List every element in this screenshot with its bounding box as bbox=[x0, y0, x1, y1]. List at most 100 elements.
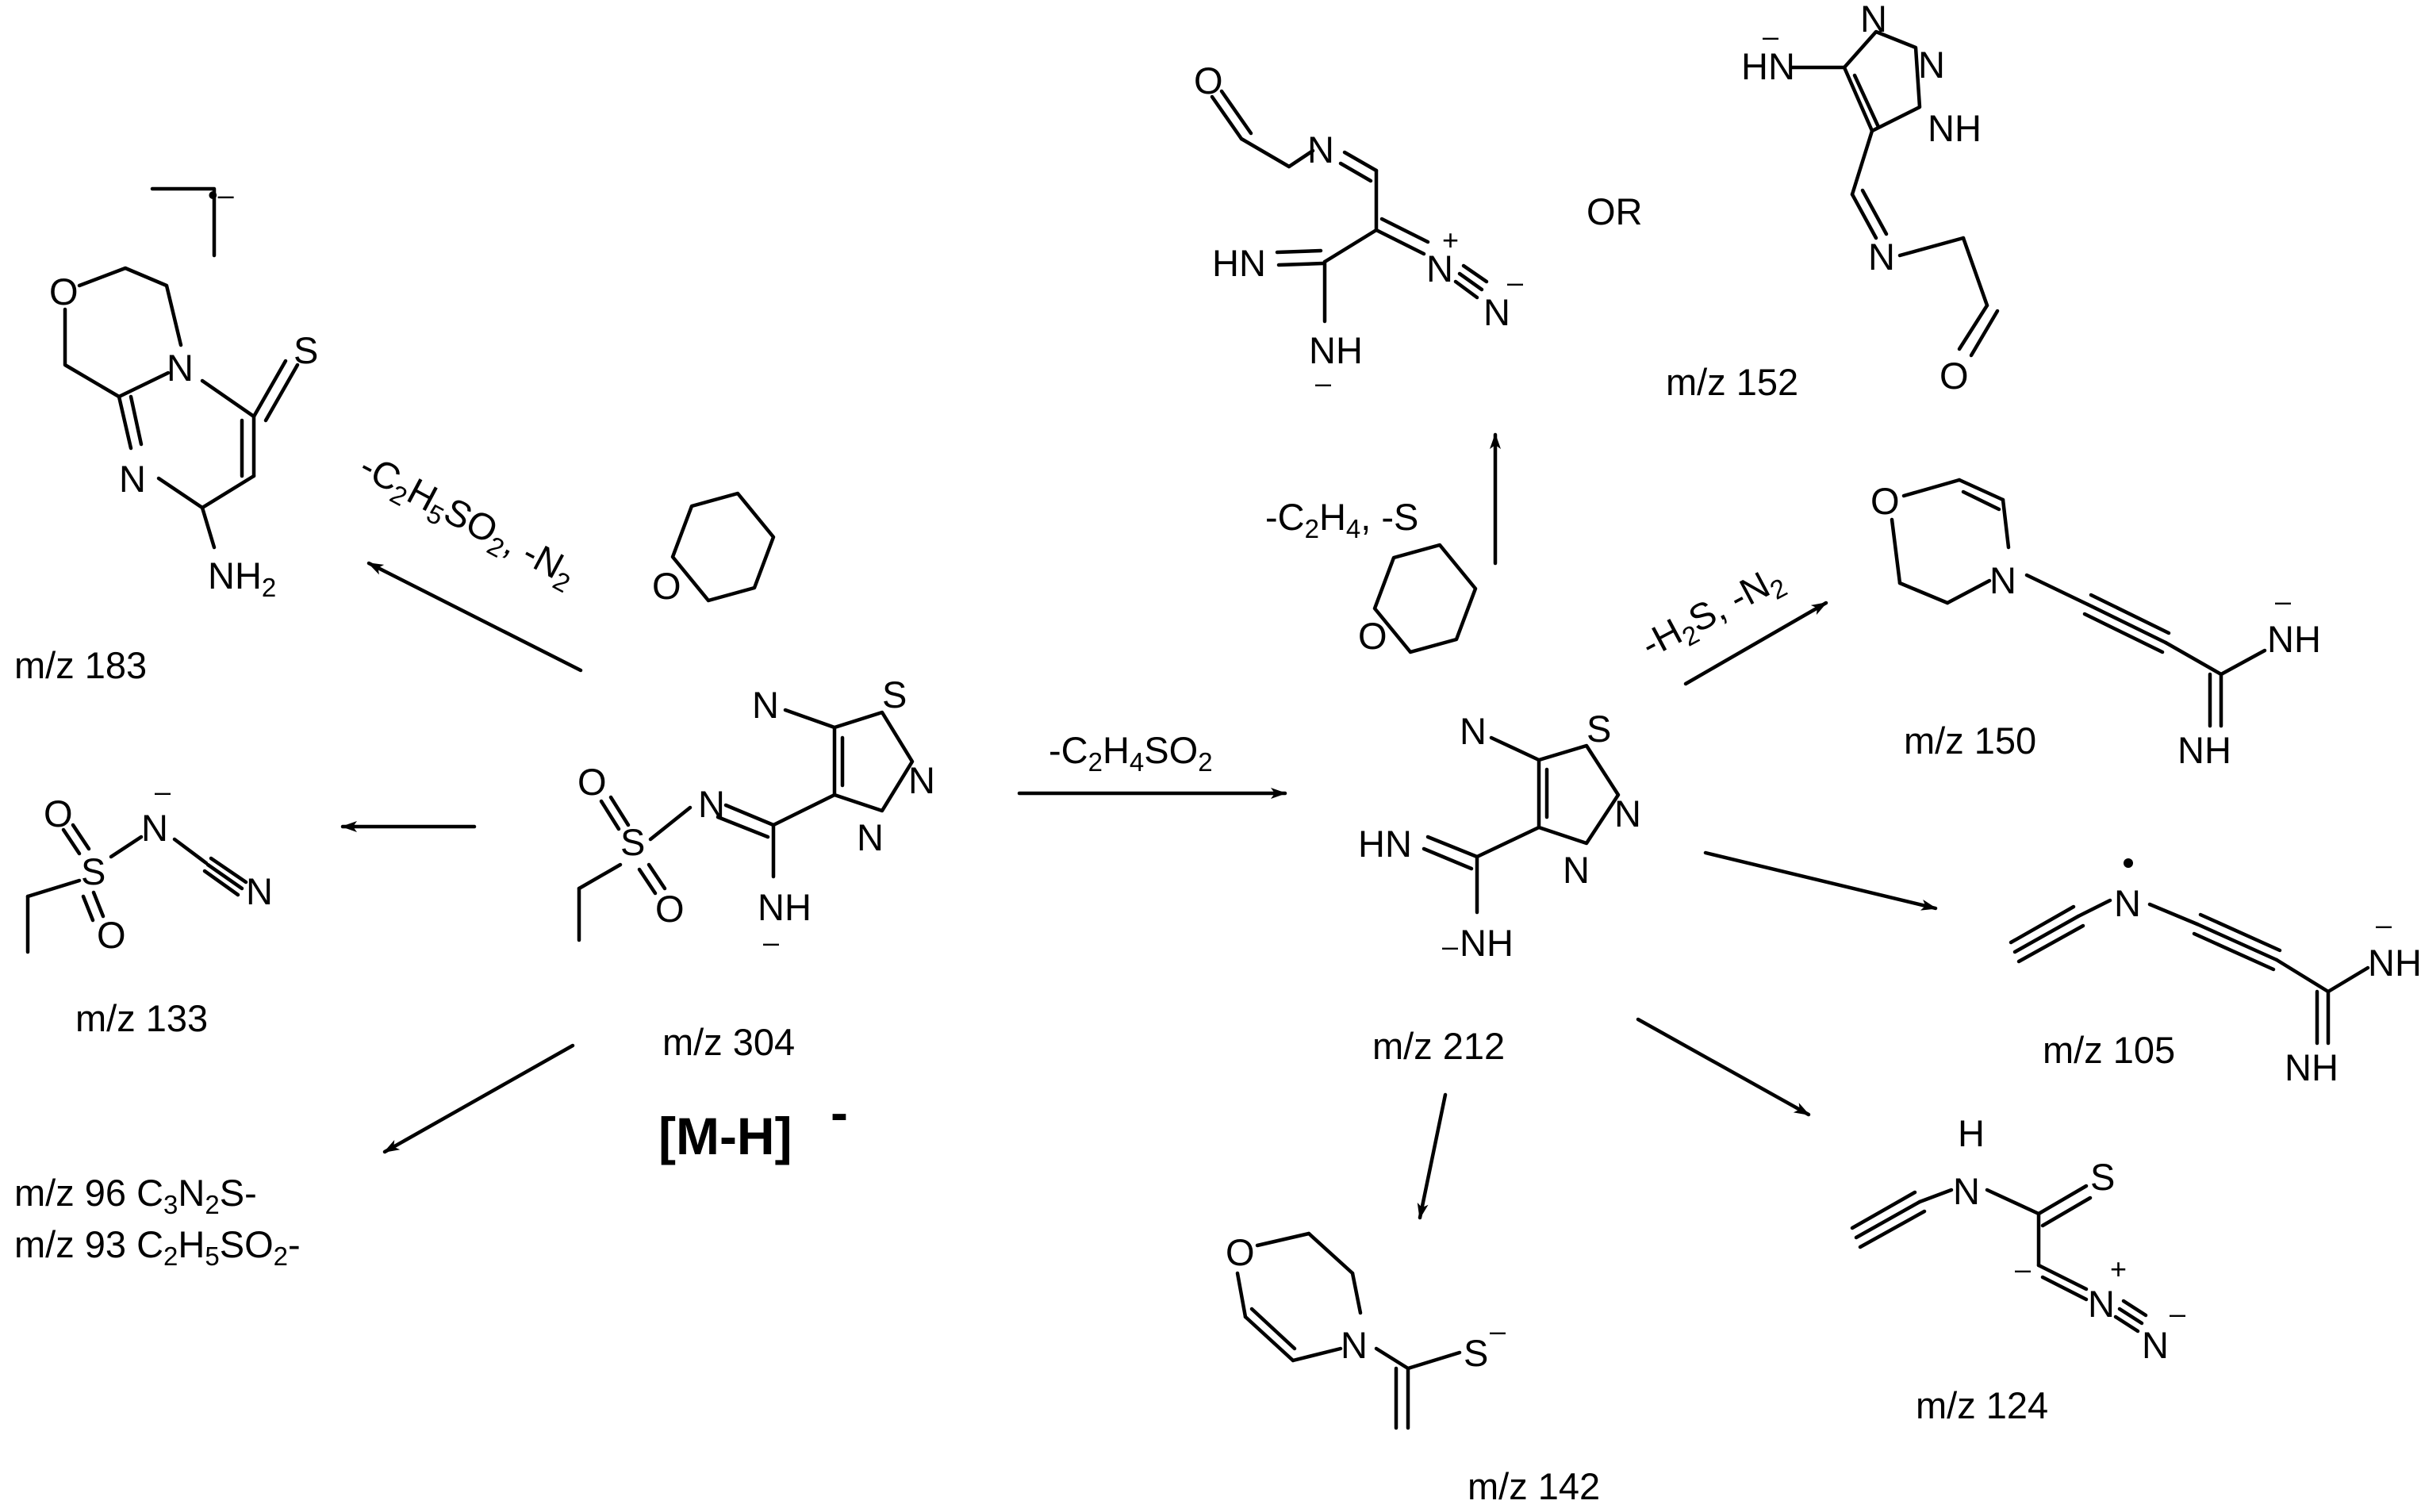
pyrimidine-n3-183: N bbox=[119, 458, 146, 500]
arrow-212-to-150 bbox=[1683, 601, 1828, 686]
arrow-212-to-124 bbox=[1636, 1017, 1811, 1117]
imine-nh-105: NH bbox=[2285, 1046, 2339, 1088]
arrow-label-212-to-152: -C2H4, -S bbox=[1265, 496, 1418, 543]
nitrile-nitrogen-133: N bbox=[246, 870, 273, 912]
sulfonyl-sulfur-133: S bbox=[81, 850, 106, 892]
imine-nitrogen-304: N bbox=[698, 783, 725, 825]
oxazine-nitrogen-150: N bbox=[1989, 559, 2016, 601]
imine-nitrogen-152b: N bbox=[1868, 236, 1895, 278]
radical-nitrogen-105: N bbox=[2114, 882, 2141, 924]
thione-sulfur-124: S bbox=[2090, 1156, 2115, 1198]
diazo-n1-124: N bbox=[2088, 1283, 2115, 1325]
amidine-charge-304: – bbox=[763, 926, 779, 958]
arrow-304-to-96-93 bbox=[382, 1043, 575, 1154]
oxazine-oxygen-142: O bbox=[1226, 1231, 1255, 1273]
thiadiazole-n3-212: N bbox=[1614, 792, 1641, 835]
parent-structure-304: O N S N N NH – N S O O bbox=[577, 491, 935, 958]
fragment-label-93: m/z 93 C2H5SO2- bbox=[14, 1223, 301, 1271]
thiadiazole-n2-304: N bbox=[857, 816, 884, 858]
amide-charge-152a: – bbox=[1315, 366, 1331, 399]
amidine-nh-304: NH bbox=[758, 886, 811, 928]
aldehyde-oxygen-152a: O bbox=[1194, 59, 1223, 102]
amide-nitrogen-124: N bbox=[1953, 1170, 1980, 1212]
pyrimidine-n1-183: N bbox=[167, 347, 194, 389]
imine-nitrogen-152a: N bbox=[1307, 129, 1334, 171]
fragment-mz-label-105: m/z 105 bbox=[2043, 1029, 2175, 1071]
parent-mz-label: m/z 304 bbox=[662, 1021, 795, 1063]
amide-hydrogen-124: H bbox=[1958, 1112, 1985, 1154]
triazole-n2-152b: N bbox=[1918, 44, 1945, 86]
arrow-212-to-105 bbox=[1703, 850, 1938, 911]
thiolate-sulfur-142: S bbox=[1464, 1332, 1488, 1374]
fragment-mz-label-133: m/z 133 bbox=[75, 997, 208, 1039]
radical-anion-sign-183: •– bbox=[208, 178, 234, 211]
fragment-label-96: m/z 96 C3N2S- bbox=[14, 1172, 257, 1219]
amide-nh-150: NH bbox=[2267, 618, 2321, 660]
morpholine-oxygen-212: O bbox=[1358, 615, 1387, 657]
arrow-label-304-to-183: -C2H5SO2, -N2 bbox=[351, 444, 584, 598]
fragment-structure-142: O N S – bbox=[1226, 1231, 1506, 1430]
carbanion-charge-124: – bbox=[2015, 1253, 2031, 1285]
parent-ion-label: [M-H] bbox=[658, 1107, 792, 1165]
thiolate-charge-142: – bbox=[1490, 1314, 1506, 1347]
fragment-mz-label-152: m/z 152 bbox=[1666, 361, 1798, 403]
thiadiazole-sulfur-304: S bbox=[882, 673, 907, 716]
diazo-n2-124: N bbox=[2142, 1324, 2169, 1366]
fragment-structure-124: N H S – N + N – bbox=[1850, 1112, 2185, 1366]
fragment-structure-105: N NH – NH bbox=[2009, 858, 2421, 1088]
fragment-mz-label-183: m/z 183 bbox=[14, 644, 147, 686]
cyanamide-charge-133: – bbox=[155, 775, 171, 808]
sulfonyl-oxygen-a-133: O bbox=[44, 792, 73, 835]
thiadiazole-n2-212: N bbox=[1563, 849, 1590, 891]
triazole-nh-152b: NH bbox=[1928, 107, 1982, 149]
diazo-n1-152a: N bbox=[1426, 248, 1453, 290]
amide-charge-212: – bbox=[1442, 930, 1458, 962]
fragment-structure-212: O N S N N HN – NH bbox=[1358, 543, 1641, 964]
amide-nh-212: NH bbox=[1460, 922, 1514, 964]
amide-nh-152a: NH bbox=[1309, 329, 1363, 371]
sulfonyl-oxygen-b-133: O bbox=[97, 914, 126, 956]
aldehyde-oxygen-152b: O bbox=[1939, 355, 1969, 397]
thiadiazole-sulfur-212: S bbox=[1587, 708, 1611, 750]
imine-nh-150: NH bbox=[2177, 729, 2231, 771]
diazo-minus-124: – bbox=[2170, 1297, 2185, 1330]
amide-charge-152b: – bbox=[1763, 20, 1778, 52]
amino-group-183: NH2 bbox=[208, 555, 276, 602]
parent-ion-charge: - bbox=[831, 1083, 848, 1142]
fragment-structure-133: O S O N – N bbox=[25, 775, 273, 956]
morpholine-nitrogen-212: N bbox=[1460, 710, 1487, 752]
or-separator: OR bbox=[1587, 190, 1643, 232]
cyanamide-nitrogen-133: N bbox=[141, 807, 168, 849]
oxazine-oxygen-150: O bbox=[1870, 480, 1900, 522]
triazole-n1-152b: N bbox=[1860, 0, 1887, 40]
morpholine-nitrogen-304: N bbox=[752, 684, 779, 726]
amide-charge-105: – bbox=[2376, 908, 2392, 941]
amide-hn-152b: HN bbox=[1741, 45, 1795, 87]
sulfonyl-oxygen-b-304: O bbox=[655, 888, 685, 930]
diazo-n2-152a: N bbox=[1483, 291, 1510, 333]
fragment-mz-label-212: m/z 212 bbox=[1372, 1025, 1505, 1067]
amide-charge-150: – bbox=[2275, 585, 2291, 617]
arrow-label-212-to-150: -H2S, -N2 bbox=[1634, 556, 1792, 670]
thione-sulfur-183: S bbox=[294, 329, 318, 371]
fragment-mz-label-142: m/z 142 bbox=[1468, 1465, 1600, 1507]
thiadiazole-n3-304: N bbox=[908, 759, 935, 801]
diazo-plus-152a: + bbox=[1442, 224, 1459, 256]
sulfonyl-sulfur-304: S bbox=[620, 821, 645, 863]
arrow-label-304-to-212: -C2H4SO2 bbox=[1049, 729, 1213, 777]
fragment-structure-152-triazole: HN – N N NH N O bbox=[1741, 0, 2000, 397]
fragment-mz-label-124: m/z 124 bbox=[1916, 1384, 2048, 1426]
fragment-structure-150: O N NH – NH bbox=[1870, 478, 2321, 771]
sulfonyl-oxygen-a-304: O bbox=[577, 761, 607, 803]
morpholine-oxygen-304: O bbox=[652, 565, 681, 607]
diazo-minus-152a: – bbox=[1507, 266, 1523, 298]
radical-dot-105 bbox=[2124, 858, 2133, 868]
oxazine-oxygen-183: O bbox=[49, 271, 79, 313]
arrow-212-to-142 bbox=[1417, 1092, 1448, 1220]
imine-hn-152a: HN bbox=[1212, 242, 1266, 284]
fragment-mz-label-150: m/z 150 bbox=[1904, 720, 2036, 762]
oxazine-nitrogen-142: N bbox=[1341, 1324, 1368, 1366]
fragment-structure-183: •– O N N S NH2 bbox=[49, 178, 318, 602]
arrow-304-to-183 bbox=[366, 561, 583, 673]
